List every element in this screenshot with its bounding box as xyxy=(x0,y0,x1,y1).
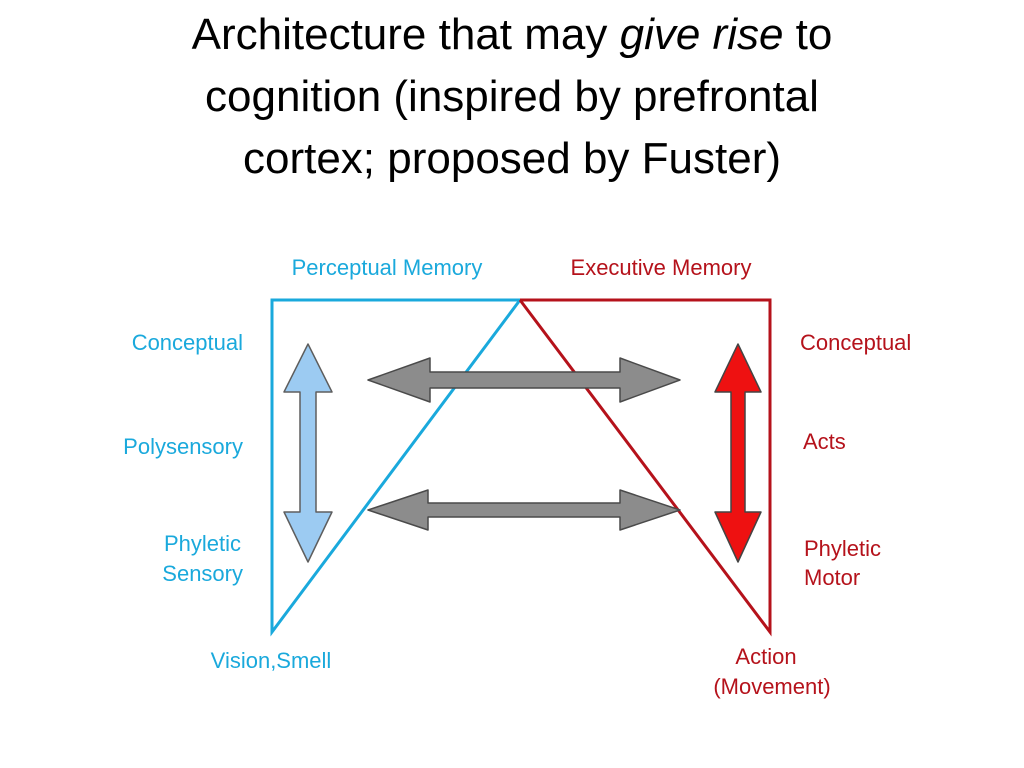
title-line-1-end: to xyxy=(783,10,833,59)
executive-memory-header: Executive Memory xyxy=(571,255,752,280)
perceptual-level-phyletic: Phyletic xyxy=(164,531,241,556)
perceptual-hierarchy-double-arrow-icon xyxy=(283,343,333,563)
perceptual-triangle xyxy=(270,298,522,637)
executive-base-label-action: Action xyxy=(735,644,796,669)
perceptual-level-sensory: Sensory xyxy=(162,561,243,586)
executive-level-conceptual: Conceptual xyxy=(800,330,911,355)
title-line-2: cognition (inspired by prefrontal xyxy=(205,72,819,121)
perceptual-level-polysensory: Polysensory xyxy=(123,434,243,459)
title-line-1: Architecture that may give rise to xyxy=(62,4,962,66)
upper-link-double-arrow-icon xyxy=(367,357,681,403)
lower-link-double-arrow-icon xyxy=(367,489,681,531)
executive-level-phyletic: Phyletic xyxy=(804,536,881,561)
slide-title: Architecture that may give rise to cogni… xyxy=(62,4,962,190)
title-line-1-start: Architecture that may xyxy=(191,10,620,59)
executive-level-motor: Motor xyxy=(804,565,860,590)
title-line-3: cortex; proposed by Fuster) xyxy=(242,134,781,183)
executive-hierarchy-double-arrow-icon xyxy=(714,343,762,563)
title-emphasis: give rise xyxy=(619,10,784,59)
executive-base-label-movement: (Movement) xyxy=(713,674,830,699)
executive-triangle xyxy=(518,298,772,637)
perceptual-base-label: Vision,Smell xyxy=(211,648,332,673)
perceptual-memory-header: Perceptual Memory xyxy=(292,255,483,280)
executive-level-acts: Acts xyxy=(803,429,846,454)
perceptual-level-conceptual: Conceptual xyxy=(132,330,243,355)
